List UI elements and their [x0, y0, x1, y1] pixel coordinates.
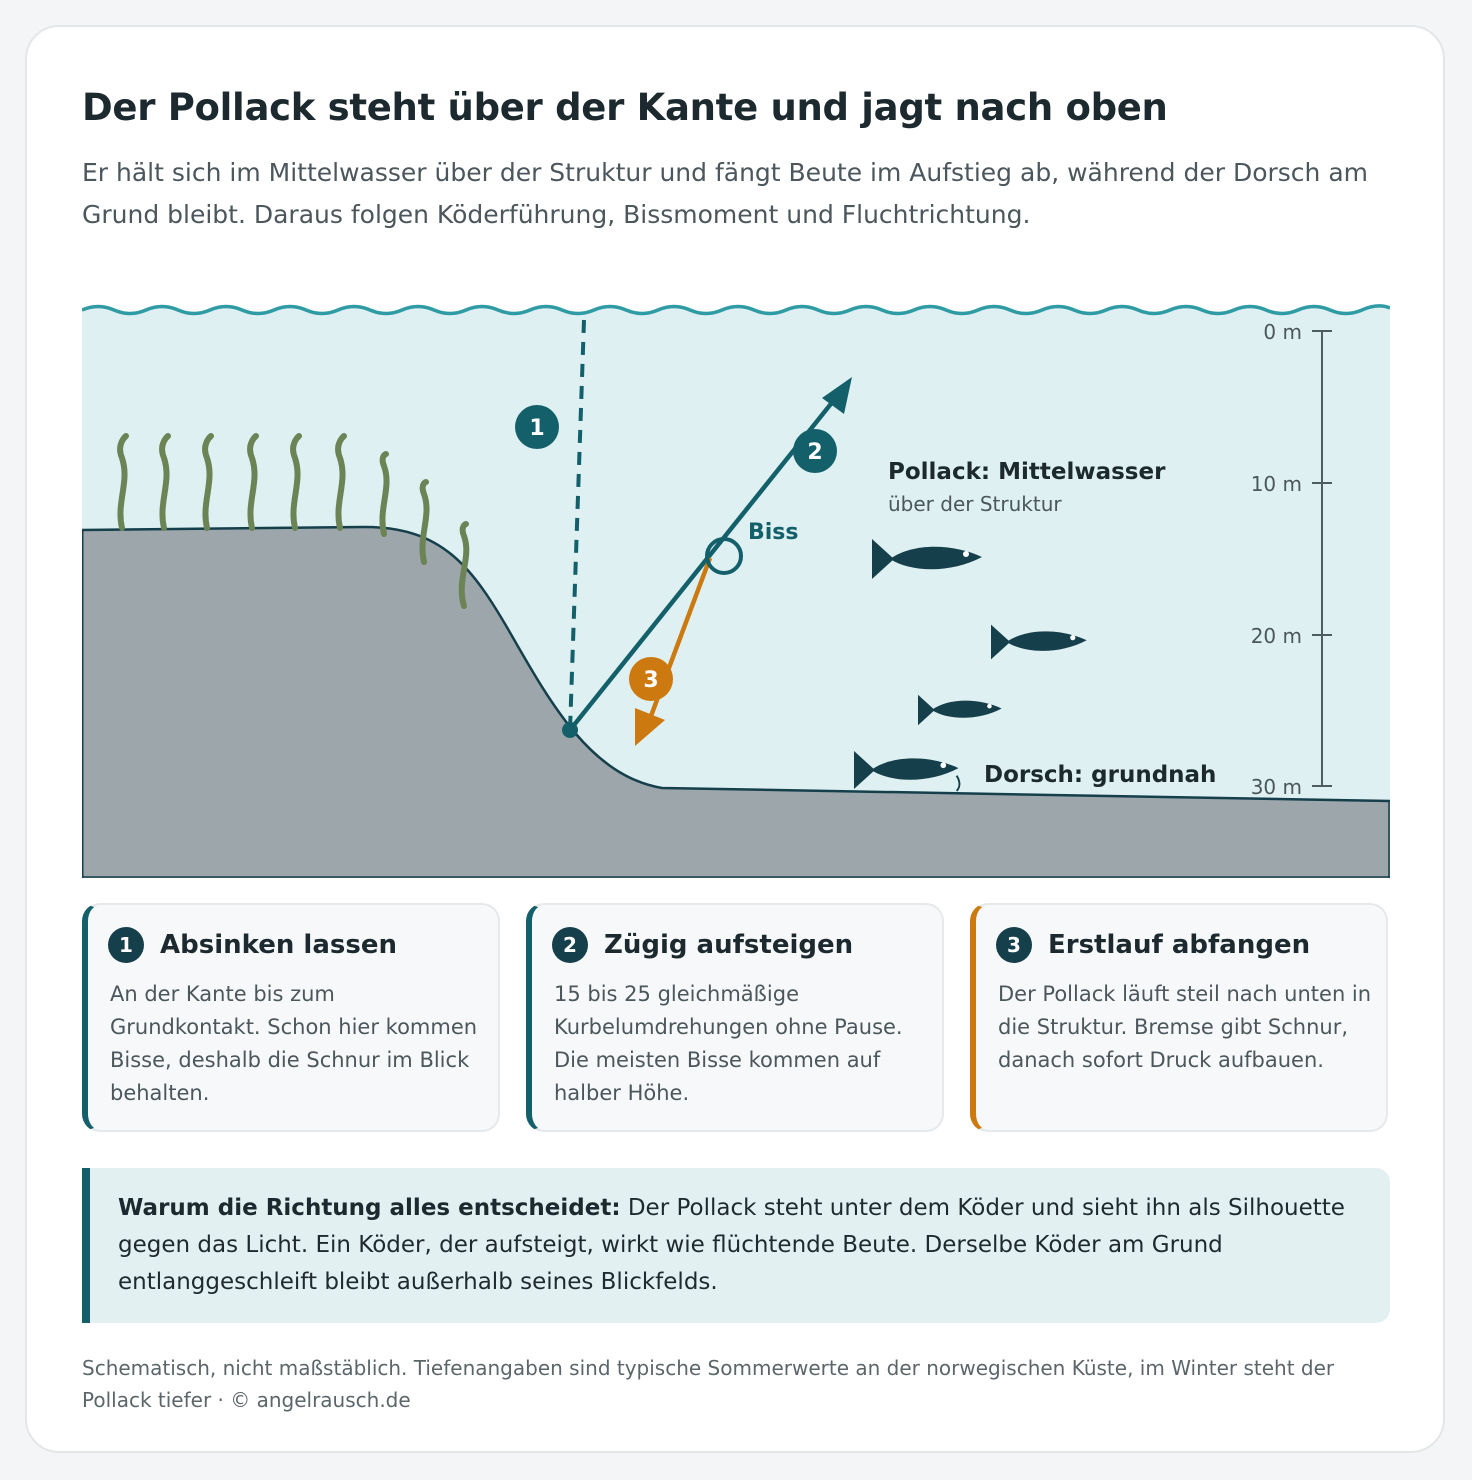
step-number-badge: 2 — [552, 927, 588, 963]
water-surface-wave — [82, 304, 1390, 316]
kelp-icon — [159, 433, 171, 531]
depth-label-10: 10 m — [1251, 472, 1302, 496]
seabed-edge — [82, 525, 1390, 803]
step-number-badge: 1 — [108, 927, 144, 963]
page-subtitle: Er hält sich im Mittelwasser über der St… — [82, 158, 1368, 229]
pollack-fish-icon — [918, 694, 1002, 726]
depth-label-30: 30 m — [1251, 775, 1302, 799]
pollack-sublabel: über der Struktur — [888, 492, 1062, 516]
bite-marker — [705, 537, 743, 575]
kelp-icon — [419, 479, 430, 565]
info-callout: Warum die Richtung alles entscheidet: De… — [82, 1168, 1390, 1323]
step-title: Erstlauf abfangen — [1048, 930, 1311, 960]
seabed — [82, 526, 1390, 878]
pollack-fish-icon — [872, 539, 982, 579]
pollack-label: Pollack: Mittelwasser — [888, 459, 1166, 485]
depth-scale: 0 m 10 m 20 m 30 m — [1251, 320, 1332, 799]
marker-2-label: 2 — [807, 440, 822, 465]
marker-2-badge — [793, 429, 837, 473]
run-arrowhead — [635, 708, 665, 746]
kelp-icon — [247, 433, 259, 531]
kelp-icon — [458, 521, 470, 609]
bite-label: Biss — [748, 520, 799, 545]
kelp-icon — [202, 433, 214, 531]
marker-3-badge — [629, 657, 673, 701]
footnote: Schematisch, nicht maßstäblich. Tiefenan… — [82, 1356, 1335, 1412]
cod-label: Dorsch: grundnah — [984, 762, 1216, 788]
lure-start-point — [562, 722, 578, 738]
step-title: Absinken lassen — [160, 930, 397, 960]
cod-fish-icon — [854, 751, 961, 792]
depth-label-0: 0 m — [1263, 320, 1302, 344]
step-text: Der Pollack läuft steil nach unten in di… — [998, 982, 1372, 1072]
kelp-icon — [379, 451, 390, 537]
step-text: An der Kante bis zum Grundkontakt. Schon… — [110, 982, 478, 1105]
sink-path-line — [568, 319, 586, 731]
marker-1-badge — [515, 405, 559, 449]
step-card-1: 1 Absinken lassen An der Kante bis zum G… — [82, 903, 500, 1132]
marker-1-label: 1 — [529, 416, 544, 441]
step-text: 15 bis 25 gleichmäßige Kurbelumdrehungen… — [554, 982, 903, 1105]
info-lead: Warum die Richtung alles entscheidet: — [118, 1195, 621, 1221]
step-card-2: 2 Zügig aufsteigen 15 bis 25 gleichmäßig… — [526, 903, 944, 1132]
info-text: Der Pollack steht unter dem Köder und si… — [118, 1195, 1345, 1295]
underwater-diagram: Biss 1 2 3 Pollack: Mittelwasser über de… — [82, 304, 1390, 878]
step-card-3: 3 Erstlauf abfangen Der Pollack läuft st… — [970, 903, 1388, 1132]
marker-3-label: 3 — [643, 668, 658, 693]
retrieve-arrowhead — [822, 377, 852, 414]
kelp-group — [117, 433, 470, 609]
pollack-fish-icon — [991, 624, 1087, 660]
kelp-icon — [117, 433, 129, 531]
step-number-badge: 3 — [996, 927, 1032, 963]
page-title: Der Pollack steht über der Kante und jag… — [82, 86, 1168, 129]
kelp-icon — [335, 433, 347, 531]
depth-label-20: 20 m — [1251, 624, 1302, 648]
kelp-icon — [290, 433, 302, 531]
retrieve-path-line — [568, 398, 836, 732]
step-title: Zügig aufsteigen — [604, 930, 854, 960]
